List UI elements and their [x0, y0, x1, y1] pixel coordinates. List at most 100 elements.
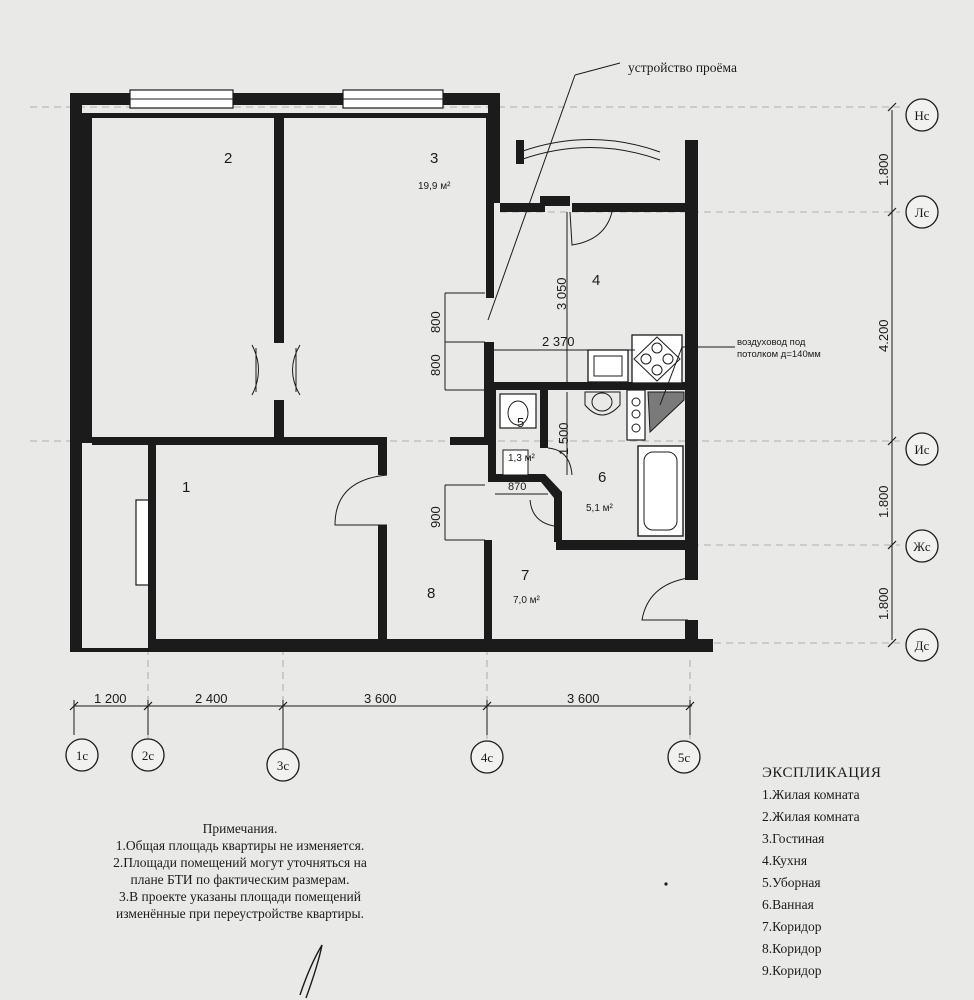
dim-1500: 1 500 [556, 422, 571, 455]
room-6-number: 6 [598, 469, 606, 486]
axis-5c: 5с [678, 750, 691, 765]
dim-bottom-4: 3 600 [567, 691, 600, 706]
legend-title: ЭКСПЛИКАЦИЯ [762, 765, 882, 781]
notes-title: Примечания. [202, 821, 278, 836]
legend-item: 1.Жилая комната [762, 787, 860, 802]
legend-item: 4.Кухня [762, 853, 808, 868]
dim-900: 900 [428, 506, 443, 528]
outer-wall-bottom [70, 631, 713, 652]
wall-room2-room3-b [274, 400, 284, 445]
wall-kitchen-door [540, 196, 570, 206]
axis-Ic: Ис [914, 442, 929, 457]
legend-item: 7.Коридор [762, 919, 822, 934]
inner-wall-room2-top [92, 113, 274, 118]
axis-Dc: Дс [915, 638, 930, 653]
axis-Lc: Лс [915, 205, 930, 220]
dim-800a: 800 [428, 311, 443, 333]
opening-leader [487, 74, 576, 321]
door-wc [547, 447, 573, 476]
legend-item: 2.Жилая комната [762, 809, 860, 824]
wall-room2-room3-a [274, 113, 284, 343]
room-3-area: 19,9 м² [418, 181, 451, 192]
notes-line-2: 2.Площади помещений могут уточняться на [113, 855, 367, 870]
fixtures [499, 334, 685, 537]
wall-wc-bottom [496, 474, 562, 542]
dim-bottom-2: 2 400 [195, 691, 228, 706]
walls [70, 89, 713, 652]
notes-line-3: плане БТИ по фактическим размерам. [130, 872, 350, 887]
dim-right-2: 4.200 [876, 319, 891, 352]
room-4-number: 4 [592, 272, 600, 289]
dim-right-3: 1.800 [876, 485, 891, 518]
dim-right-4: 1.800 [876, 587, 891, 620]
dim-2370: 2 370 [542, 334, 575, 349]
wall-bath-bottom [556, 540, 688, 550]
notes-line-4: 3.В проекте указаны площади помещений [118, 889, 361, 904]
outer-wall-right [685, 140, 698, 650]
wall-room1-right-a [378, 445, 387, 475]
dim-3050: 3 050 [554, 277, 569, 310]
wall-corridor8-right [484, 540, 492, 640]
opening-annotation: устройство проёма [628, 60, 737, 75]
loggia-arc [519, 147, 661, 161]
dim-right-1: 1.800 [876, 153, 891, 186]
toilet-icon [499, 393, 537, 429]
grid-lines [30, 106, 900, 750]
notes-line-1: 1.Общая площадь квартиры не изменяется. [115, 838, 365, 853]
door-bath [529, 499, 555, 527]
explication-legend: ЭКСПЛИКАЦИЯ 1.Жилая комната 2.Жилая комн… [762, 762, 881, 982]
room-8-number: 8 [427, 585, 435, 602]
inner-wall-room2-left [82, 113, 92, 443]
wall-room1-right-b [378, 525, 387, 640]
bath-sink-icon [584, 391, 621, 416]
wall-room1-left [148, 445, 156, 640]
wc-fixture-icon [502, 449, 529, 476]
duct-icon [647, 391, 685, 434]
kitchen-sink-icon [587, 349, 629, 383]
inner-dimension-labels: 3 050 2 370 1 500 870 800 800 900 [428, 277, 575, 528]
washer-icon [626, 389, 646, 441]
bathtub-icon [637, 445, 684, 537]
room-5-number: 5 [517, 415, 524, 430]
door-loggia [569, 211, 613, 246]
room-2-number: 2 [224, 150, 232, 167]
room-3-number: 3 [430, 150, 438, 167]
axis-1c: 1с [76, 748, 89, 763]
dim-800b: 800 [428, 354, 443, 376]
room-labels: 1 2 3 19,9 м² 4 5 1,3 м² 6 5,1 м² 7 7,0 … [182, 150, 614, 606]
wall-wc-left [488, 382, 496, 482]
legend-item: 9.Коридор [762, 963, 822, 978]
dim-bottom-3: 3 600 [364, 691, 397, 706]
room-7-area: 7,0 м² [513, 595, 541, 606]
duct-annotation-line1: воздуховод под [737, 337, 806, 348]
notes-line-5: изменённые при переустройстве квартиры. [116, 906, 364, 921]
notes-block: Примечания. 1.Общая площадь квартиры не … [40, 820, 440, 922]
door-entrance [641, 577, 689, 621]
outer-dimension-labels: 1 200 2 400 3 600 3 600 1.800 4.200 1.80… [94, 153, 891, 706]
signature-mark [299, 944, 323, 999]
axis-Nc: Нс [914, 108, 929, 123]
wall-wc-right [540, 388, 548, 448]
room-6-area: 5,1 м² [586, 503, 614, 514]
axis-markers-right: Нс Лс Ис Жс Дс [905, 98, 939, 662]
wall-kitchen-bottom [488, 382, 688, 390]
room-5-area: 1,3 м² [508, 453, 536, 464]
legend-item: 8.Коридор [762, 941, 822, 956]
ink-dot [664, 882, 668, 886]
room-1-number: 1 [182, 479, 190, 496]
axis-Zhc: Жс [913, 539, 931, 554]
stove-icon [631, 334, 683, 384]
axis-4c: 4с [481, 750, 494, 765]
axis-3c: 3с [277, 758, 290, 773]
dimension-lines [69, 62, 897, 750]
axis-2c: 2с [142, 748, 155, 763]
wall-corridor-stub [450, 437, 494, 445]
dim-870: 870 [508, 481, 526, 493]
wall-room3-right-a [486, 118, 494, 298]
legend-item: 3.Гостиная [762, 831, 825, 846]
dim-bottom-1: 1 200 [94, 691, 127, 706]
legend-item: 5.Уборная [762, 875, 821, 890]
door-room1 [334, 474, 388, 526]
wall-rooms-horizontal [92, 437, 387, 445]
